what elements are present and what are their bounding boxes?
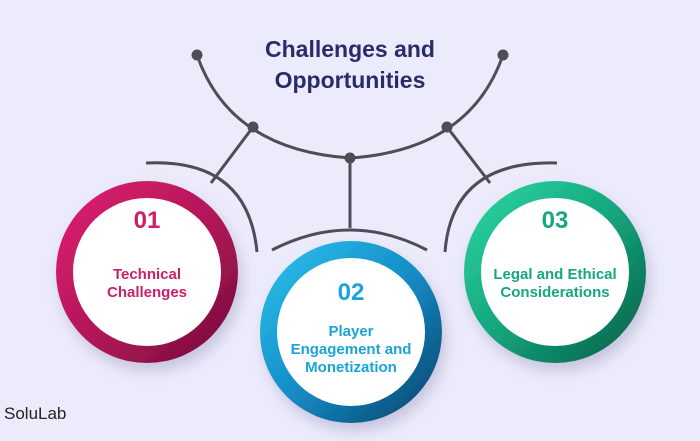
connector-dot-1 [247, 121, 259, 133]
item-2-label: Player Engagement and Monetization [271, 323, 431, 377]
arc-end-dot-left [191, 49, 203, 61]
brand-logo-text: SoluLab [4, 404, 67, 423]
item-3-label: Legal and Ethical Considerations [475, 266, 635, 302]
arc-end-dot-right [497, 49, 509, 61]
title-line-2: Opportunities [274, 67, 426, 93]
item-2-number: 02 [337, 279, 365, 306]
connector-dot-3 [441, 121, 453, 133]
item-3 [464, 181, 646, 363]
item-2-label-line-3: Monetization [305, 359, 397, 376]
item-2 [260, 241, 442, 423]
bracket-2 [271, 228, 428, 252]
item-3-label-line-1: Legal and Ethical [493, 266, 617, 283]
bracket-3 [443, 161, 558, 253]
inner-3 [481, 198, 629, 346]
inner-2 [277, 258, 425, 406]
page-title: Challenges and Opportunities [200, 34, 500, 96]
bracket-1 [145, 161, 259, 253]
connector-dot-2 [344, 152, 356, 164]
item-2-label-line-1: Player [328, 323, 374, 340]
item-2-label-line-2: Engagement and [290, 341, 412, 358]
connector-1 [209, 126, 255, 184]
item-1-label-line-1: Technical [112, 266, 182, 283]
connector-3 [445, 126, 492, 184]
item-1-label-line-2: Challenges [106, 284, 188, 301]
item-1-label: Technical Challenges [77, 266, 217, 302]
item-1-number: 01 [133, 207, 161, 234]
item-3-number: 03 [541, 207, 569, 234]
item-1 [56, 181, 238, 363]
title-line-1: Challenges and [265, 36, 435, 62]
item-3-label-line-2: Considerations [500, 284, 610, 301]
inner-1 [73, 198, 221, 346]
